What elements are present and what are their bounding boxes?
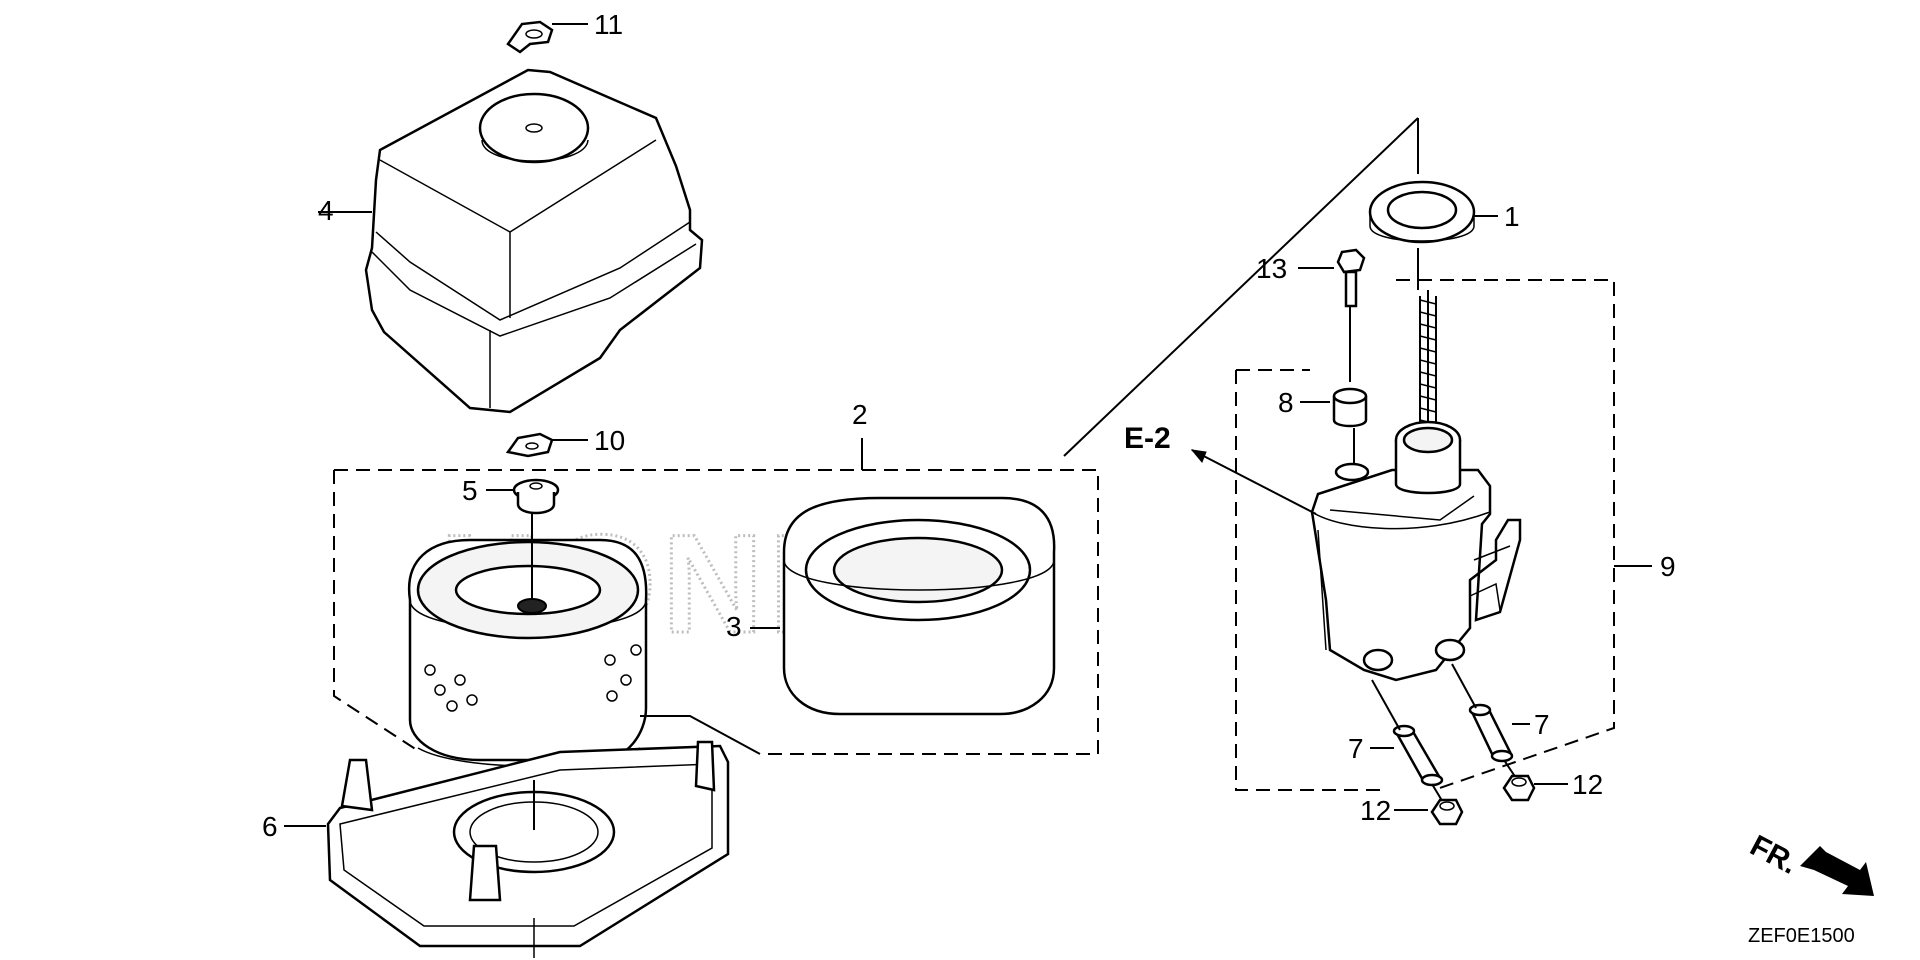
wing-nut-11 bbox=[506, 20, 588, 54]
callout-10: 10 bbox=[594, 425, 625, 456]
callout-11: 11 bbox=[594, 9, 623, 40]
callout-2: 2 bbox=[852, 399, 868, 430]
oil-tank-9 bbox=[1310, 420, 1522, 682]
callout-13: 13 bbox=[1256, 253, 1287, 284]
callout-1: 1 bbox=[1504, 201, 1520, 232]
air-cleaner-case-6 bbox=[284, 740, 730, 958]
collar-8 bbox=[1300, 387, 1368, 468]
callout-12-right: 12 bbox=[1572, 769, 1603, 800]
callout-8: 8 bbox=[1278, 387, 1294, 418]
leader-line-box bbox=[640, 715, 761, 755]
direction-label: FR. bbox=[1745, 829, 1803, 881]
filter-element-outer bbox=[407, 514, 648, 767]
foam-element-3 bbox=[750, 496, 1056, 716]
front-direction-arrow-icon bbox=[1800, 846, 1874, 896]
filter-assembly-box-2 bbox=[333, 438, 1099, 755]
reference-arrow-e2 bbox=[1190, 449, 1317, 515]
callout-4: 4 bbox=[318, 195, 334, 226]
callout-9: 9 bbox=[1660, 551, 1676, 582]
nut-12-left bbox=[1394, 798, 1464, 826]
leader-lines-part-1 bbox=[1063, 117, 1419, 457]
callout-5: 5 bbox=[462, 475, 478, 506]
callout-e2: E-2 bbox=[1124, 422, 1171, 455]
tank-assembly-box-9 bbox=[1235, 279, 1652, 791]
bolt-13 bbox=[1298, 248, 1366, 382]
hose-7-right bbox=[1451, 663, 1530, 779]
callout-6: 6 bbox=[262, 811, 278, 842]
threaded-rod bbox=[1419, 290, 1437, 440]
callout-12-left: 12 bbox=[1360, 795, 1391, 826]
wing-nut-10 bbox=[505, 432, 588, 458]
reference-code: ZEF0E1500 bbox=[1748, 925, 1855, 947]
air-cleaner-cover-4 bbox=[318, 68, 704, 414]
hose-7-left bbox=[1370, 679, 1445, 805]
callout-7-left: 7 bbox=[1348, 733, 1364, 764]
seal-ring-1 bbox=[1368, 180, 1498, 244]
callout-3: 3 bbox=[726, 611, 742, 642]
callout-7-right: 7 bbox=[1534, 709, 1550, 740]
nut-12-right bbox=[1502, 774, 1568, 802]
grommet-5 bbox=[486, 478, 560, 515]
